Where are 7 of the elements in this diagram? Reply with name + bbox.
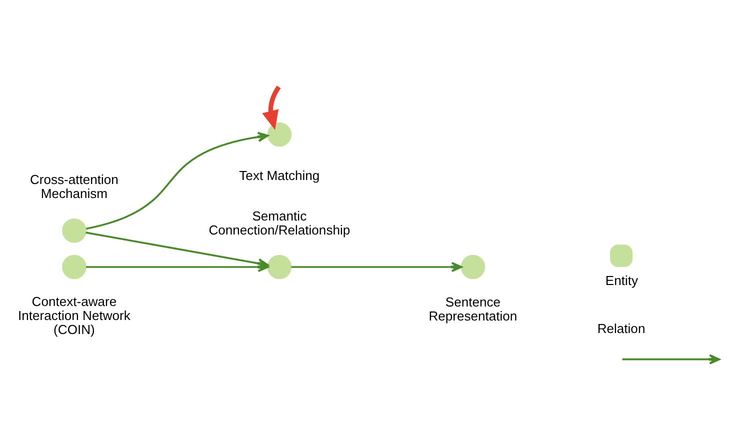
legend-label: Entity <box>605 272 638 288</box>
legend-label: Relation <box>597 320 646 336</box>
node-label: Semantic Connection/Relationship <box>208 208 350 238</box>
node-label: Text Matching <box>239 167 320 182</box>
node-label: Sentence Representation <box>428 294 518 323</box>
node-label: Cross-attention Mechanism <box>30 172 118 201</box>
node-label: Context-aware Interaction Network (COIN) <box>18 293 130 336</box>
